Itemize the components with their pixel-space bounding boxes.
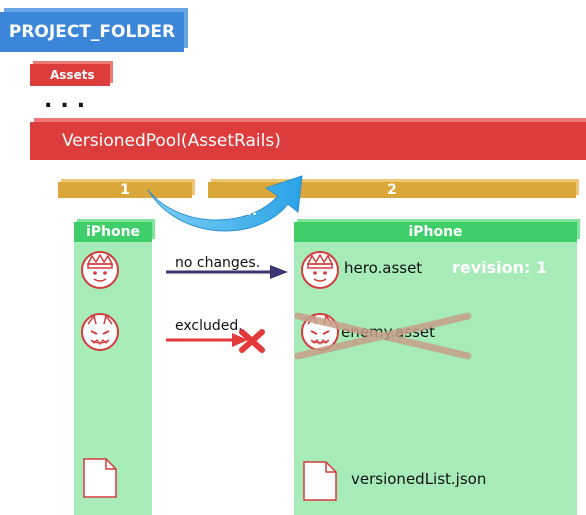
hero-face-icon xyxy=(81,251,119,289)
file-icon xyxy=(303,461,337,501)
strike-cross-icon xyxy=(294,312,472,360)
excluded-label: excluded. xyxy=(175,318,243,334)
update-arrow-icon xyxy=(147,175,303,232)
versioned-list-label: versionedList.json xyxy=(351,470,487,488)
excluded-x-icon xyxy=(239,329,265,353)
project-folder-block: PROJECT_FOLDER xyxy=(0,12,184,52)
hero-asset-label: hero.asset xyxy=(344,259,423,277)
ellipsis: ... xyxy=(44,88,94,113)
no-changes-label: no changes. xyxy=(175,255,261,271)
iphone-column-v2 xyxy=(294,240,577,515)
iphone-header-v1: iPhone xyxy=(74,222,152,242)
hero-face-icon xyxy=(301,251,339,289)
enemy-face-icon xyxy=(81,313,119,351)
update-label: update! xyxy=(200,204,258,219)
version-1-bar: 1 xyxy=(58,182,192,198)
no-changes-arrow-icon xyxy=(166,265,288,279)
file-icon xyxy=(83,458,117,498)
revision-label: revision: 1 xyxy=(452,258,548,277)
assets-block: Assets xyxy=(30,64,110,86)
iphone-header-v2: iPhone xyxy=(294,222,577,242)
versioned-pool-block: VersionedPool(AssetRails) xyxy=(30,122,586,160)
excluded-arrow-icon xyxy=(166,333,248,347)
